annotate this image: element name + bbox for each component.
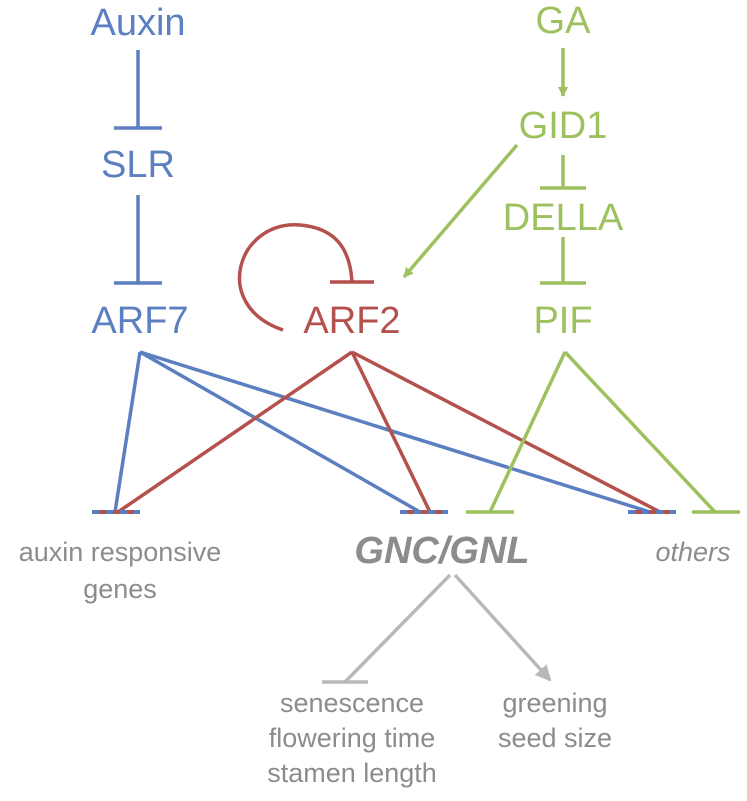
- arf2-to-gnc-edge: [350, 351, 432, 513]
- arf2-to-auxin-genes-edge: [117, 350, 353, 514]
- target-others: others: [655, 537, 730, 567]
- target-auxin-genes-line1: auxin responsive: [19, 537, 222, 567]
- output-greening: greening: [502, 688, 607, 718]
- target-gnc-gnl: GNC/GNL: [354, 530, 529, 572]
- arf2-to-others-edge: [351, 350, 661, 514]
- output-senescence: senescence: [280, 688, 424, 718]
- arf2-edges: [117, 223, 661, 514]
- node-della: DELLA: [503, 197, 624, 239]
- arf7-to-auxin-genes-edge: [113, 351, 142, 513]
- node-labels: Auxin SLR ARF7 ARF2 GA GID1 DELLA PIF: [90, 0, 623, 342]
- node-arf2: ARF2: [303, 300, 400, 342]
- node-auxin: Auxin: [90, 2, 185, 44]
- node-slr: SLR: [101, 144, 175, 186]
- pif-inhibits-gnc-edge: [488, 351, 567, 513]
- node-gid1: GID1: [519, 105, 608, 147]
- output-flowering-time: flowering time: [269, 723, 436, 753]
- output-stamen-length: stamen length: [267, 758, 437, 788]
- node-ga: GA: [536, 0, 592, 42]
- output-seed-size: seed size: [498, 723, 612, 753]
- arf7-to-gnc-edge: [139, 350, 421, 514]
- arf7-to-others-edge: [139, 350, 651, 514]
- node-arf7: ARF7: [91, 300, 188, 342]
- node-pif: PIF: [533, 300, 592, 342]
- gnc-inhibits-senescence-edge: [343, 573, 452, 684]
- ga-pathway-edges: [402, 48, 740, 514]
- target-labels: auxin responsive genes GNC/GNL others: [19, 530, 731, 604]
- gid1-activates-arf2-edge: [402, 143, 519, 279]
- target-auxin-genes-line2: genes: [83, 574, 157, 604]
- output-edges: [322, 573, 552, 684]
- output-labels: senescence flowering time stamen length …: [267, 688, 612, 788]
- pif-inhibits-others-edge: [563, 350, 717, 514]
- auxin-pathway-edges: [113, 50, 651, 514]
- gnc-activates-greening-edge: [453, 573, 552, 682]
- arf2-self-inhibition-loop: [237, 223, 354, 332]
